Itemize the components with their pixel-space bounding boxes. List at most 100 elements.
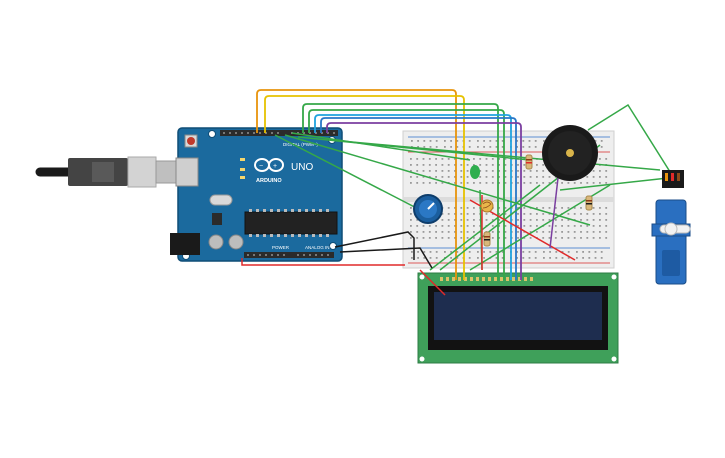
wire-green[interactable] [274,134,431,216]
breadboard-hole[interactable] [517,164,519,166]
breadboard-hole[interactable] [498,207,500,209]
breadboard-hole[interactable] [517,213,519,215]
breadboard-hole[interactable] [495,251,498,253]
breadboard-hole[interactable] [491,237,494,239]
breadboard-hole[interactable] [548,225,551,227]
breadboard-hole[interactable] [489,146,492,148]
breadboard-hole[interactable] [580,213,582,215]
breadboard-hole[interactable] [489,140,492,142]
breadboard-hole[interactable] [491,170,494,172]
breadboard-hole[interactable] [594,140,597,142]
breadboard-hole[interactable] [473,182,475,184]
breadboard-hole[interactable] [441,231,444,233]
breadboard-hole[interactable] [422,182,425,184]
breadboard-hole[interactable] [416,219,419,221]
breadboard-hole[interactable] [536,164,538,166]
breadboard-hole[interactable] [561,251,564,253]
breadboard-hole[interactable] [491,219,494,221]
breadboard-hole[interactable] [435,231,437,233]
breadboard-hole[interactable] [542,170,545,172]
breadboard-hole[interactable] [466,237,469,239]
lcd-pin[interactable] [446,277,449,281]
breadboard-hole[interactable] [444,146,446,148]
breadboard-hole[interactable] [586,182,589,184]
breadboard-hole[interactable] [456,257,459,259]
breadboard-hole[interactable] [522,251,525,253]
breadboard-hole[interactable] [428,225,431,227]
breadboard-hole[interactable] [422,237,425,239]
breadboard-hole[interactable] [573,237,576,239]
breadboard-hole[interactable] [605,158,608,160]
breadboard-hole[interactable] [536,170,538,172]
breadboard-hole[interactable] [592,237,595,239]
breadboard-hole[interactable] [479,158,482,160]
breadboard-hole[interactable] [504,176,507,178]
breadboard-hole[interactable] [422,164,425,166]
wire-red[interactable] [419,269,446,296]
breadboard-hole[interactable] [473,219,475,221]
breadboard-hole[interactable] [594,251,597,253]
breadboard-hole[interactable] [504,231,507,233]
breadboard-hole[interactable] [410,170,412,172]
breadboard-hole[interactable] [485,219,488,221]
breadboard-hole[interactable] [554,207,557,209]
lcd-pin[interactable] [506,277,509,281]
breadboard-hole[interactable] [435,164,437,166]
breadboard-hole[interactable] [460,231,463,233]
breadboard-hole[interactable] [605,213,608,215]
breadboard-hole[interactable] [548,219,551,221]
breadboard-hole[interactable] [473,164,475,166]
breadboard-hole[interactable] [485,182,488,184]
breadboard-hole[interactable] [483,257,485,259]
breadboard-hole[interactable] [444,251,446,253]
breadboard-hole[interactable] [536,219,538,221]
breadboard-hole[interactable] [447,213,450,215]
breadboard-hole[interactable] [456,146,459,148]
breadboard-hole[interactable] [548,182,551,184]
breadboard-hole[interactable] [441,219,444,221]
lcd-pin[interactable] [470,277,473,281]
breadboard-hole[interactable] [473,213,475,215]
breadboard-hole[interactable] [573,213,576,215]
breadboard-hole[interactable] [592,213,595,215]
potentiometer[interactable] [413,194,443,224]
arduino-uno-board[interactable]: − + ARDUINO UNO DIGITAL (PWM~) POWER ANA… [170,127,343,262]
breadboard-hole[interactable] [561,219,563,221]
breadboard-hole[interactable] [417,146,419,148]
breadboard-hole[interactable] [549,251,551,253]
breadboard-hole[interactable] [529,219,532,221]
breadboard-hole[interactable] [473,231,475,233]
breadboard-hole[interactable] [485,158,488,160]
breadboard-hole[interactable] [529,237,532,239]
breadboard-hole[interactable] [561,257,564,259]
breadboard-hole[interactable] [495,140,498,142]
breadboard-hole[interactable] [444,140,446,142]
breadboard-hole[interactable] [456,251,459,253]
breadboard-hole[interactable] [498,237,500,239]
breadboard-hole[interactable] [447,219,450,221]
lcd-pin[interactable] [464,277,467,281]
breadboard-hole[interactable] [495,257,498,259]
breadboard-hole[interactable] [504,213,507,215]
breadboard-hole[interactable] [491,176,494,178]
breadboard-hole[interactable] [599,219,601,221]
breadboard-hole[interactable] [428,237,431,239]
wire-harness[interactable] [256,89,522,280]
breadboard-hole[interactable] [504,225,507,227]
breadboard-hole[interactable] [498,158,500,160]
breadboard-hole[interactable] [485,164,488,166]
breadboard-hole[interactable] [542,176,545,178]
breadboard-hole[interactable] [491,213,494,215]
breadboard-hole[interactable] [456,140,459,142]
breadboard-hole[interactable] [450,140,452,142]
breadboard-hole[interactable] [498,182,500,184]
breadboard-hole[interactable] [454,219,456,221]
breadboard-hole[interactable] [460,237,463,239]
breadboard-hole[interactable] [447,164,450,166]
breadboard-hole[interactable] [498,225,500,227]
wire-purple[interactable] [326,122,522,280]
breadboard-hole[interactable] [504,164,507,166]
breadboard-hole[interactable] [504,158,507,160]
breadboard-hole[interactable] [423,251,426,253]
breadboard-hole[interactable] [523,207,526,209]
